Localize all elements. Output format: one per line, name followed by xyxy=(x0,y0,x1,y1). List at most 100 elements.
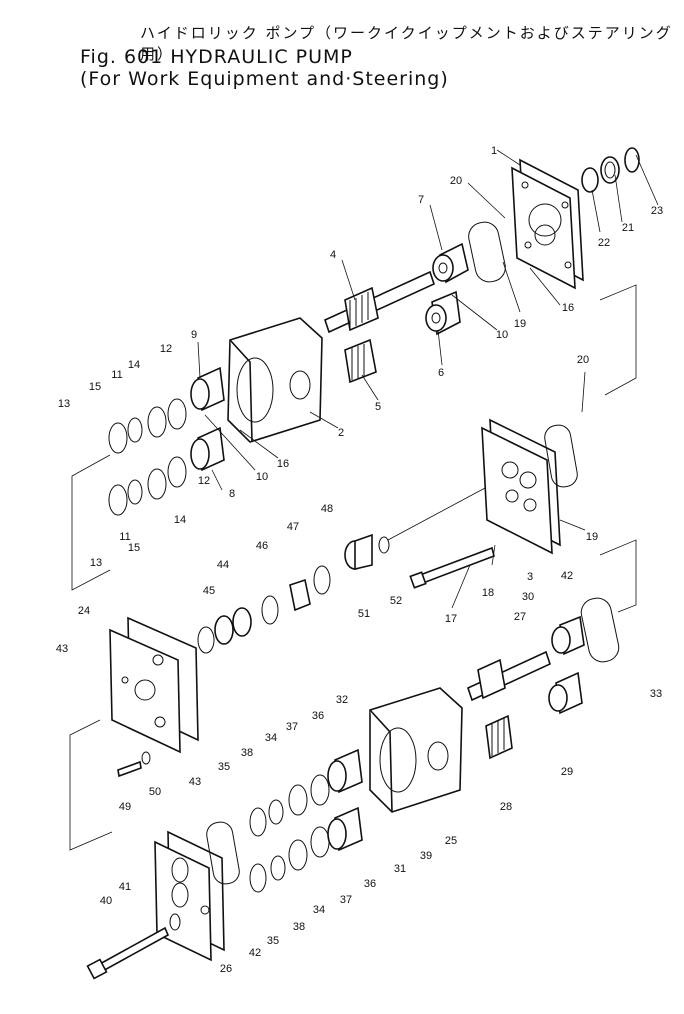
seal-rings-34-38-lower xyxy=(249,774,330,893)
callout-10: 10 xyxy=(256,471,268,483)
callout-37: 37 xyxy=(286,721,298,733)
callout-38: 38 xyxy=(293,921,305,933)
callout-4: 4 xyxy=(330,249,336,261)
callout-13: 13 xyxy=(58,398,70,410)
callout-labels: 1234567891010111112121313141415151616171… xyxy=(56,145,663,975)
callout-34: 34 xyxy=(313,904,325,916)
callout-33: 33 xyxy=(650,688,662,700)
gear-housing-25 xyxy=(369,687,463,813)
callout-20: 20 xyxy=(577,354,589,366)
coupling-51-52 xyxy=(344,533,390,571)
callout-36: 36 xyxy=(312,710,324,722)
callout-13: 13 xyxy=(90,557,102,569)
callout-39: 39 xyxy=(420,850,432,862)
callout-51: 51 xyxy=(358,608,370,620)
callout-45: 45 xyxy=(203,585,215,597)
seal-pack-44-48 xyxy=(197,565,331,654)
callout-29: 29 xyxy=(561,766,573,778)
callout-40: 40 xyxy=(100,895,112,907)
callout-10: 10 xyxy=(496,329,508,341)
callout-14: 14 xyxy=(128,359,140,371)
callout-35: 35 xyxy=(218,761,230,773)
callout-41: 41 xyxy=(119,881,131,893)
leader-lines xyxy=(197,149,659,609)
drive-gear-shaft-4 xyxy=(324,270,435,334)
callout-6: 6 xyxy=(438,367,444,379)
figure-subtitle: (For Work Equipment and·Steering) xyxy=(80,68,449,90)
callout-25: 25 xyxy=(445,835,457,847)
title-japanese: ハイドロリック ポンプ（ワークイクイップメントおよびステアリング用） xyxy=(140,24,673,63)
bushing-7 xyxy=(432,242,469,284)
bushings-8-9 xyxy=(190,366,225,472)
callout-2: 2 xyxy=(338,427,344,439)
callout-48: 48 xyxy=(321,503,333,515)
callout-20: 20 xyxy=(450,175,462,187)
callout-27: 27 xyxy=(514,611,526,623)
callout-44: 44 xyxy=(217,559,229,571)
end-cover-26 xyxy=(154,830,225,962)
long-bolt-40-41 xyxy=(86,913,181,980)
callout-3: 3 xyxy=(527,571,533,583)
cover-plate-1 xyxy=(511,158,584,290)
seal-ring-42-lower xyxy=(206,821,240,885)
callout-31: 31 xyxy=(394,863,406,875)
seal-ring-19-upper xyxy=(468,221,506,283)
callout-21: 21 xyxy=(622,222,634,234)
callout-43: 43 xyxy=(189,776,201,788)
callout-23: 23 xyxy=(651,205,663,217)
callout-9: 9 xyxy=(191,329,197,341)
callout-28: 28 xyxy=(500,801,512,813)
callout-24: 24 xyxy=(78,605,90,617)
callout-8: 8 xyxy=(229,488,235,500)
callout-11: 11 xyxy=(111,369,122,381)
callout-49: 49 xyxy=(119,801,131,813)
callout-42: 42 xyxy=(249,947,261,959)
gear-housing-2 xyxy=(227,317,323,443)
oil-seal-ring-21-22-23 xyxy=(581,147,640,193)
callout-43: 43 xyxy=(56,643,68,655)
seal-ring-42-upper xyxy=(580,597,620,663)
callout-52: 52 xyxy=(390,595,402,607)
callout-36: 36 xyxy=(364,878,376,890)
callout-15: 15 xyxy=(89,381,101,393)
bushings-29-30 xyxy=(548,615,585,715)
callout-17: 17 xyxy=(445,613,457,625)
callout-50: 50 xyxy=(149,786,161,798)
callout-35: 35 xyxy=(267,935,279,947)
rear-cover-24 xyxy=(109,616,199,754)
callout-1: 1 xyxy=(491,145,497,157)
callout-42: 42 xyxy=(561,570,573,582)
bushings-31-32 xyxy=(327,748,363,852)
callout-19: 19 xyxy=(586,531,598,543)
callout-12: 12 xyxy=(198,475,210,487)
seal-ring-19-mid xyxy=(544,424,578,488)
middle-plate-3 xyxy=(481,418,561,555)
callout-37: 37 xyxy=(340,894,352,906)
callout-14: 14 xyxy=(174,514,186,526)
callout-34: 34 xyxy=(265,732,277,744)
bracket-lines xyxy=(69,284,637,851)
callout-5: 5 xyxy=(375,401,381,413)
bolt-49-50 xyxy=(117,751,151,778)
seal-rings-11-15-left xyxy=(108,398,187,516)
callout-12: 12 xyxy=(160,343,172,355)
callout-46: 46 xyxy=(256,540,268,552)
callout-18: 18 xyxy=(482,587,494,599)
callout-32: 32 xyxy=(336,694,348,706)
title-english: Fig. 601 HYDRAULIC PUMP (For Work Equipm… xyxy=(80,46,684,90)
callout-22: 22 xyxy=(598,237,610,249)
figure-title: Fig. 601 HYDRAULIC PUMP xyxy=(80,46,353,68)
drive-gear-27-28 xyxy=(467,650,551,760)
callout-19: 19 xyxy=(514,318,526,330)
callout-26: 26 xyxy=(220,963,232,975)
callout-30: 30 xyxy=(522,591,534,603)
callout-11: 11 xyxy=(119,531,130,543)
callout-16: 16 xyxy=(562,302,574,314)
bushing-6 xyxy=(425,290,461,336)
callout-47: 47 xyxy=(287,521,299,533)
driven-gear-5 xyxy=(344,338,377,384)
callout-16: 16 xyxy=(277,458,289,470)
callout-7: 7 xyxy=(418,194,424,206)
